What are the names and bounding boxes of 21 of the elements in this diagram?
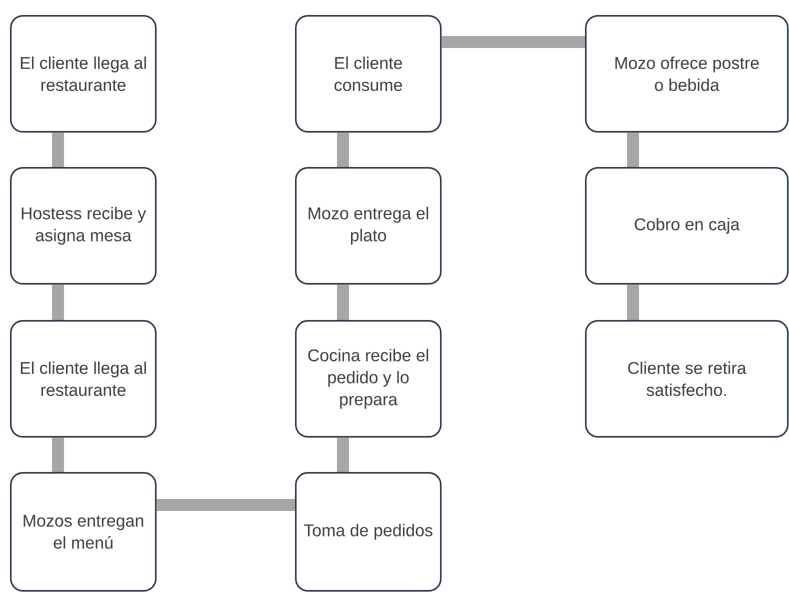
process-box: Cobro en caja (585, 167, 789, 285)
connector-bar (627, 284, 639, 320)
process-box: Cocina recibe el pedido y lo prepara (295, 320, 442, 438)
connector-bar (52, 438, 64, 472)
connector-bar (627, 132, 639, 167)
connector-bar (52, 284, 64, 320)
process-box: Mozo entrega el plato (295, 167, 442, 285)
process-box: Mozo ofrece postre o bebida (585, 15, 789, 133)
process-box: Mozos entregan el menú (10, 472, 157, 592)
process-box: Toma de pedidos (295, 472, 442, 592)
process-box: El cliente llega al restaurante (10, 15, 157, 133)
process-box: El cliente llega al restaurante (10, 320, 157, 438)
connector-bar (337, 132, 349, 167)
connector-bar (52, 132, 64, 167)
process-box: Hostess recibe y asigna mesa (10, 167, 157, 285)
connector-bar (337, 284, 349, 320)
connector-bar (337, 438, 349, 472)
process-box: El cliente consume (295, 15, 442, 133)
connector-bar (442, 36, 585, 48)
process-box: Cliente se retira satisfecho. (585, 320, 789, 438)
connector-bar (156, 499, 295, 511)
